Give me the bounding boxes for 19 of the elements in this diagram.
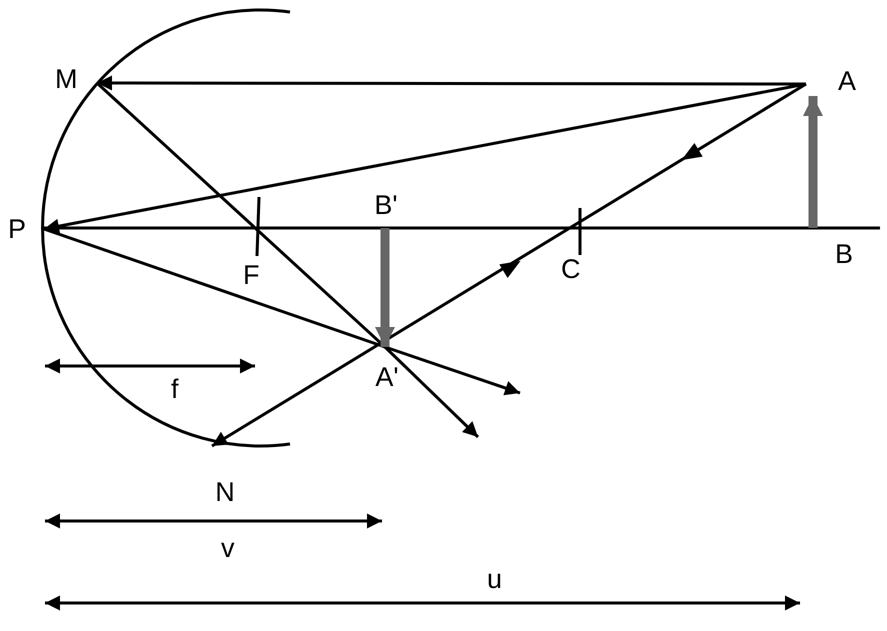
light-ray: [384, 346, 480, 438]
point-label: A': [365, 347, 409, 391]
point-label: F: [243, 262, 260, 289]
dimension-label: f: [171, 376, 179, 403]
light-ray: [44, 228, 386, 348]
dimension-label: u: [487, 566, 502, 593]
point-label: B: [813, 228, 853, 268]
light-ray: [97, 76, 806, 91]
point-label: B': [368, 192, 404, 228]
object-arrow: [375, 228, 395, 347]
point-label: A: [806, 66, 856, 96]
point-label: N: [205, 440, 245, 506]
point-label: P: [8, 212, 44, 246]
light-ray: [384, 346, 520, 396]
object-arrow: [803, 96, 823, 228]
point-label: M: [55, 62, 97, 96]
point-label: C: [561, 256, 580, 283]
light-ray: [211, 82, 807, 448]
dimension-label: v: [221, 535, 234, 562]
